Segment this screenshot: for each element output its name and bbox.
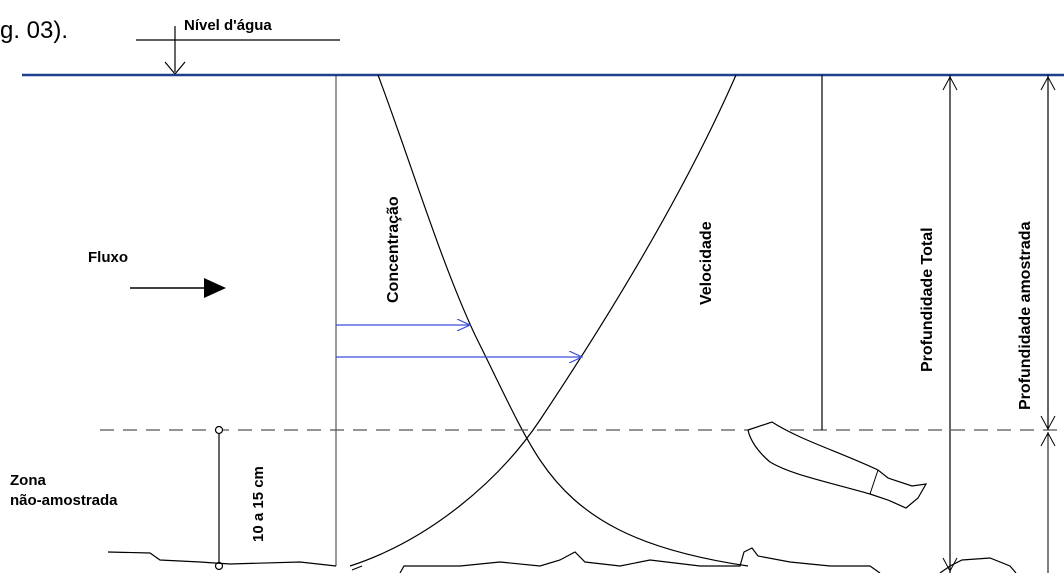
caption-fragment: g. 03).	[0, 17, 68, 44]
unsampled-zone-label-line2: não-amostrada	[10, 492, 118, 509]
concentration-curve	[377, 74, 749, 567]
sampled-depth-label: Profundidade amostrada	[1017, 221, 1034, 410]
total-depth-dimension	[942, 75, 958, 573]
unsampled-zone-label-line1: Zona	[10, 472, 46, 489]
flow-label: Fluxo	[88, 249, 128, 266]
river-bed-profile	[107, 547, 1017, 573]
concentration-label: Concentração	[385, 196, 402, 303]
velocity-curve	[349, 74, 737, 567]
unsampled-height-dimension	[214, 425, 224, 571]
water-level-marker: Nível d'água	[136, 17, 340, 75]
sampler-icon	[747, 421, 928, 509]
flow-arrow-icon	[130, 278, 226, 298]
water-level-label: Nível d'água	[184, 17, 272, 34]
total-depth-label: Profundidade Total	[919, 227, 936, 372]
sampled-depth-dimension	[1040, 75, 1056, 573]
velocity-label: Velocidade	[698, 221, 715, 305]
unsampled-height-label: 10 a 15 cm	[250, 466, 267, 542]
